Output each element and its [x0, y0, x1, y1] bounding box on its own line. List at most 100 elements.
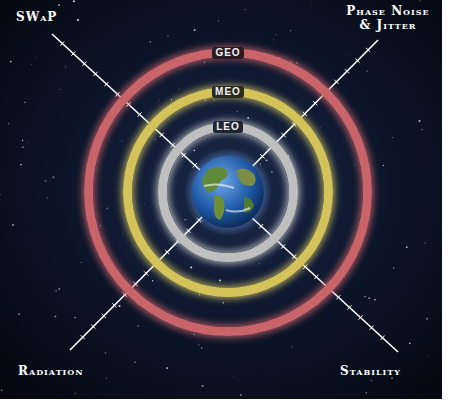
orbit-ring: LEO	[158, 122, 298, 262]
orbit-label: MEO	[212, 86, 244, 98]
star	[54, 315, 56, 317]
orbit-label: LEO	[213, 121, 243, 133]
star	[1, 390, 3, 392]
star	[233, 375, 235, 377]
axis-tick	[138, 112, 142, 116]
axis-tick	[176, 239, 180, 243]
axis-tick	[71, 51, 75, 55]
axis-tick	[259, 224, 263, 228]
star	[75, 393, 76, 394]
star	[184, 219, 186, 221]
star	[392, 137, 393, 138]
star	[288, 2, 290, 4]
star	[22, 147, 23, 148]
star	[149, 41, 151, 43]
star	[237, 111, 238, 112]
star	[45, 180, 47, 182]
axis-tick	[144, 271, 148, 275]
axis-label: SWaP	[16, 10, 57, 24]
star	[245, 9, 246, 10]
axis-tick	[82, 62, 86, 66]
star	[348, 54, 350, 56]
star	[8, 123, 10, 125]
star	[278, 147, 279, 148]
star	[279, 157, 281, 159]
axis-label: Radiation	[18, 364, 84, 378]
star	[259, 263, 260, 264]
orbit-label: GEO	[212, 47, 243, 59]
stars	[0, 0, 428, 399]
axis-tick	[325, 285, 329, 289]
star	[152, 251, 154, 253]
axis-tick	[186, 229, 190, 233]
star	[427, 356, 429, 358]
star	[5, 97, 7, 99]
axis-tick	[60, 41, 64, 45]
star	[24, 102, 25, 103]
star	[364, 296, 365, 297]
axis-tick	[271, 144, 275, 148]
star	[419, 120, 421, 122]
star	[111, 188, 113, 190]
star	[422, 129, 423, 130]
star	[202, 385, 204, 387]
star	[49, 130, 51, 132]
star	[137, 325, 138, 326]
star	[320, 127, 322, 129]
star	[204, 62, 205, 63]
star	[10, 61, 12, 63]
axis-tick	[347, 305, 351, 309]
star	[365, 392, 367, 394]
star	[291, 346, 293, 348]
axis-tick	[112, 303, 116, 307]
star	[144, 203, 146, 205]
axis-tick	[313, 101, 317, 105]
axis-tick	[102, 314, 106, 318]
star	[55, 290, 57, 292]
axis-tick	[149, 123, 153, 127]
axis-tick	[281, 244, 285, 248]
axis-tick	[81, 335, 85, 339]
star	[290, 30, 291, 31]
star	[218, 20, 219, 21]
star	[99, 225, 101, 227]
star	[27, 141, 29, 143]
axis-tick	[366, 48, 370, 52]
star	[167, 35, 168, 36]
star	[178, 88, 179, 89]
star	[354, 164, 356, 166]
star	[33, 351, 35, 353]
axis-lines	[52, 34, 398, 352]
star	[190, 266, 192, 268]
star	[201, 347, 203, 349]
star	[205, 99, 207, 101]
star	[297, 117, 299, 119]
axis-tick	[133, 282, 137, 286]
star	[58, 288, 60, 290]
star	[189, 279, 191, 281]
axis-tick	[370, 326, 374, 330]
axis-tick	[303, 265, 307, 269]
star	[269, 152, 271, 154]
star	[82, 120, 84, 122]
star	[240, 394, 242, 396]
star	[30, 64, 32, 66]
star	[287, 155, 289, 157]
earth	[184, 148, 272, 236]
axis-label: Stability	[340, 364, 401, 378]
star	[290, 61, 292, 63]
axis-tick	[182, 153, 186, 157]
axis-tick	[93, 72, 97, 76]
star	[423, 204, 425, 206]
axis-tick	[160, 133, 164, 137]
star	[394, 226, 396, 228]
star	[166, 367, 168, 369]
star	[409, 342, 411, 344]
star	[199, 294, 200, 295]
axis-tick	[345, 69, 349, 73]
star	[366, 71, 367, 72]
axis-tick	[116, 92, 120, 96]
axis-tick	[334, 80, 338, 84]
